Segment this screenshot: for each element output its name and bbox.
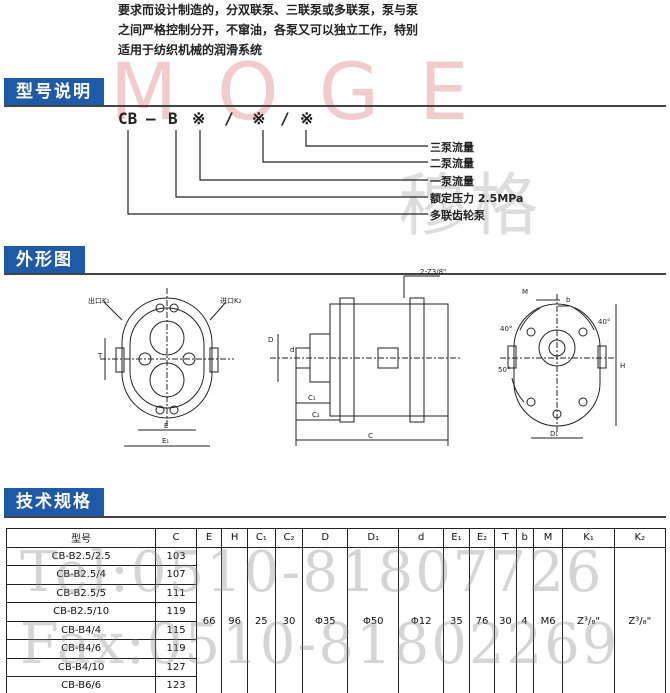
shared-cell: Z³/₈": [562, 546, 615, 693]
code-part: /: [224, 109, 234, 128]
dim-c-label: C: [368, 432, 373, 440]
angle-label: 40°: [598, 318, 611, 326]
section-divider: [4, 273, 666, 275]
dim-c1-label: C₁: [308, 394, 316, 402]
dim-m-label: M: [522, 288, 529, 296]
section-divider: [4, 516, 666, 518]
code-part: CB: [118, 109, 138, 128]
intro-line: 之间严格控制分开，不窜油，各泵又可以独立工作，特别: [118, 23, 419, 37]
shared-cell: 76: [468, 546, 496, 693]
shared-cell: 25: [246, 546, 276, 693]
c-cell: 119: [155, 602, 197, 622]
code-part: ※: [192, 109, 206, 128]
dim-d1-label: D₁: [550, 430, 559, 438]
code-part: /: [280, 109, 290, 128]
shared-cell: Φ50: [347, 546, 400, 693]
side-view: [270, 275, 460, 446]
model-cell: CB-B2.5/2.5: [5, 546, 157, 566]
shared-cell: 4: [515, 546, 534, 693]
outline-drawings: [100, 275, 617, 447]
legend-pump3: 三泵流量: [430, 141, 474, 154]
dim-h-label: H: [620, 362, 626, 370]
table-row: CB-B6/6 123: [5, 676, 666, 693]
legend-pressure: 额定压力 2.5MPa: [430, 192, 524, 205]
section-title-outline: 外形图: [4, 246, 85, 274]
shared-cell: M6: [532, 546, 564, 693]
c-cell: 123: [155, 676, 197, 693]
intro-text: 要求而设计制造的，分双联泵、三联泵或多联泵，泵与泵 之间严格控制分开，不窜油，各…: [118, 0, 538, 60]
code-part: –: [146, 109, 156, 128]
inlet-label: 进口K₂: [220, 297, 242, 305]
shared-cell: Φ35: [302, 546, 349, 693]
shared-cell: 66: [195, 546, 223, 693]
spec-table: 型号 C E H C₁ C₂ D D₁ d E₁ E₂ T b M K₁ K₂ …: [5, 528, 667, 693]
table-row: CB-B4/4 115: [5, 620, 666, 640]
legend-pump1: 一泵流量: [430, 175, 474, 188]
code-part: B: [168, 109, 178, 128]
section-title-model: 型号说明: [4, 78, 104, 106]
section-divider: [4, 105, 666, 107]
model-bracket-lines: [127, 130, 428, 215]
code-part: ※: [300, 109, 314, 128]
table-row: CB-B2.5/2.5 103 66 96 25 30 Φ35 Φ50 Φ12 …: [5, 546, 667, 693]
dim-t-label: T: [98, 352, 103, 360]
thread-label: 2-Z3/8": [420, 268, 447, 276]
intro-line: 要求而设计制造的，分双联泵、三联泵或多联泵，泵与泵: [118, 3, 419, 17]
code-part: ※: [252, 109, 266, 128]
angle-label: 50°: [498, 366, 511, 374]
model-cell: CB-B6/6: [5, 676, 157, 693]
dim-d-label: D: [268, 336, 274, 344]
front-view: [100, 288, 234, 447]
col-header: K₂: [613, 528, 667, 548]
fax-watermark: Fax:0510-81802269: [20, 612, 620, 677]
end-view: [500, 294, 617, 439]
legend-type: 多联齿轮泵: [430, 209, 485, 222]
shared-cell: Z³/₈": [613, 546, 667, 693]
shared-cell: 96: [221, 546, 248, 693]
shared-cell: 30: [494, 546, 517, 693]
outlet-label: 出口K₁: [88, 297, 110, 305]
dim-small-d-label: d: [290, 346, 295, 354]
legend-pump2: 二泵流量: [430, 157, 474, 170]
shared-cell: Φ12: [398, 546, 445, 693]
tel-watermark: Tel:0510-81807726: [20, 540, 604, 605]
col-header: T: [494, 528, 517, 548]
dim-e1-label: E₁: [162, 437, 170, 445]
dim-e-label: E: [164, 422, 169, 430]
intro-line: 适用于纺织机械的润滑系统: [118, 43, 263, 57]
section-title-spec: 技术规格: [4, 488, 104, 516]
angle-label: 40°: [500, 325, 513, 333]
shared-cell: 35: [443, 546, 470, 693]
moge-watermark: MOGE: [110, 48, 509, 138]
dim-c2-label: C₂: [312, 411, 320, 419]
table-row: CB-B2.5/4 107: [5, 565, 666, 585]
dim-b-label: b: [566, 296, 571, 304]
